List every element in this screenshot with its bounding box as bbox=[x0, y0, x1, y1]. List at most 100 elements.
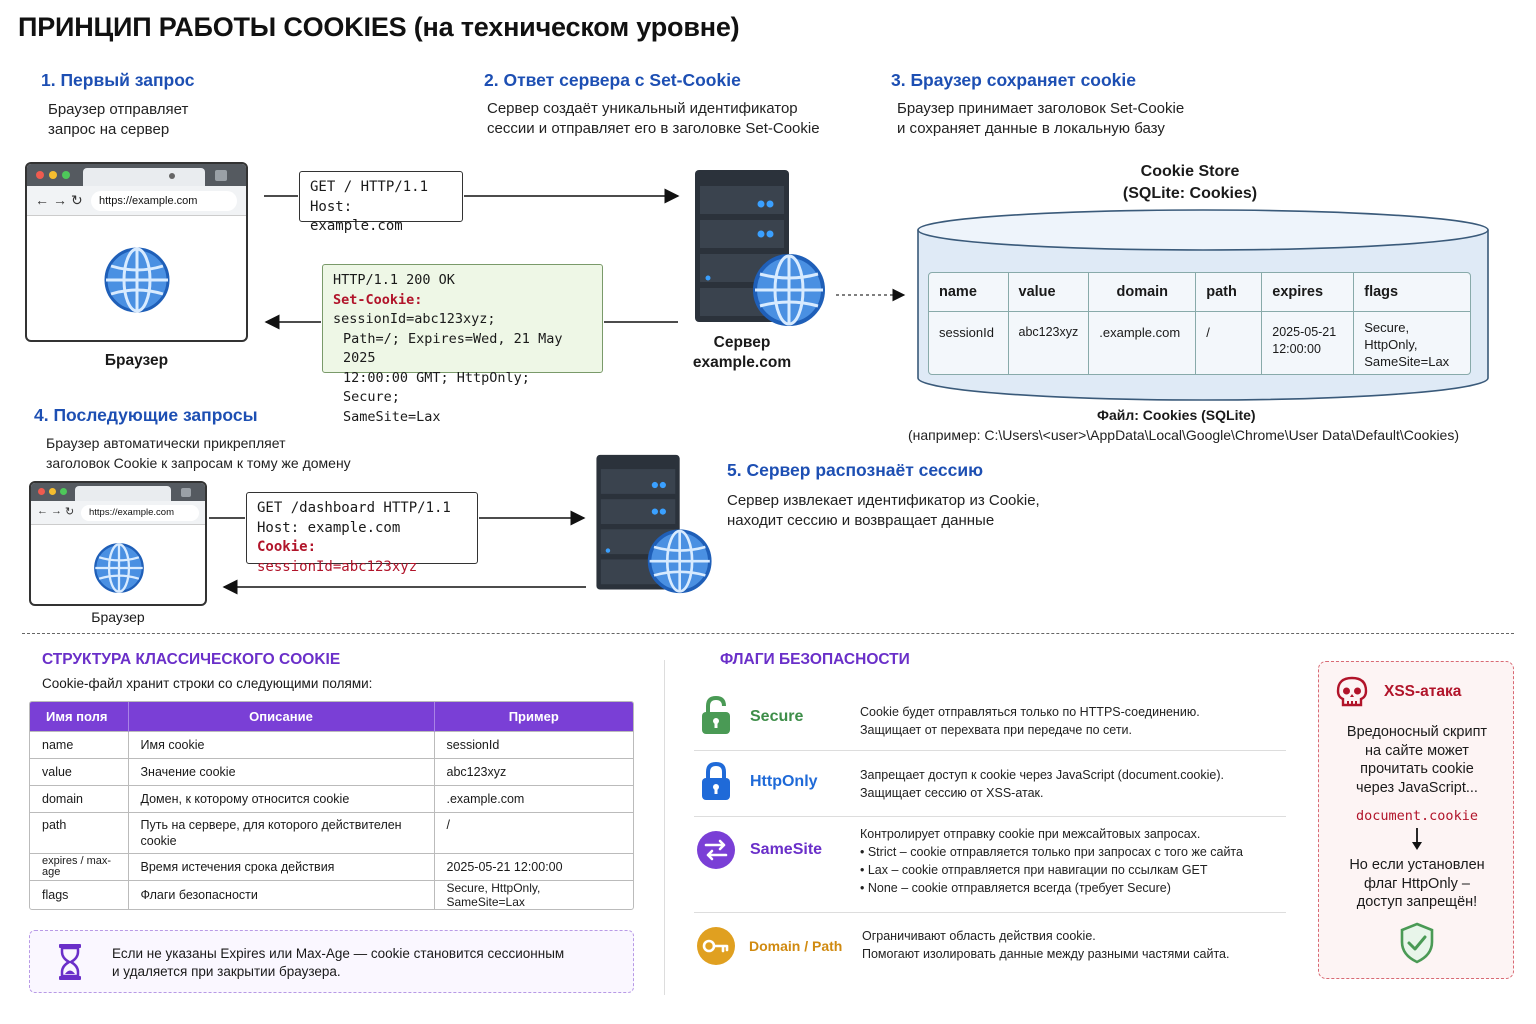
structure-col-description: Описание bbox=[128, 702, 435, 731]
xss-text-line2: на сайте может bbox=[1365, 742, 1469, 759]
cookie-store-title: Cookie Store (SQLite: Cookies) bbox=[1060, 161, 1320, 205]
close-dot-icon bbox=[36, 171, 44, 179]
step2-desc: Сервер создаёт уникальный идентификатор … bbox=[487, 99, 820, 139]
server-caption-line2: example.com bbox=[692, 354, 792, 371]
xss-bottom-line2: флаг HttpOnly – bbox=[1364, 875, 1470, 892]
step5-desc-line2: находит сессию и возвращает данные bbox=[727, 512, 995, 529]
structure-cell: Флаги безопасности bbox=[128, 879, 435, 909]
flag-domainpath-name: Domain / Path bbox=[749, 938, 843, 954]
step5-desc: Сервер извлекает идентификатор из Cookie… bbox=[727, 491, 1040, 531]
flag-domainpath-desc: Ограничивают область действия cookie. По… bbox=[862, 927, 1229, 963]
reload-icon: ↻ bbox=[71, 192, 83, 208]
response-box: HTTP/1.1 200 OK Set-Cookie: sessionId=ab… bbox=[322, 264, 603, 425]
cookie-store-title-line2: (SQLite: Cookies) bbox=[1122, 185, 1258, 202]
back-arrow-icon: ← bbox=[35, 192, 49, 208]
store-cell-value: abc123xyz bbox=[1008, 311, 1090, 374]
structure-col-field: Имя поля bbox=[30, 702, 129, 731]
request-box-1: GET / HTTP/1.1 Host: example.com bbox=[299, 171, 463, 234]
flag-separator bbox=[694, 750, 1286, 751]
flag-domain-path: Domain / Path Ограничивают область дейст… bbox=[694, 918, 1286, 978]
forward-arrow-icon: → bbox=[51, 505, 62, 517]
step1-desc-line2: запрос на сервер bbox=[48, 121, 170, 138]
session-note-line2: и удаляется при закрытии браузера. bbox=[112, 964, 341, 979]
step5-desc-line1: Сервер извлекает идентификатор из Cookie… bbox=[727, 492, 1040, 509]
structure-cell: Путь на сервере, для которого действител… bbox=[128, 811, 435, 853]
browser-caption-2: Браузер bbox=[91, 609, 145, 625]
back-arrow-icon: ← bbox=[37, 505, 48, 517]
cookie-store-title-line1: Cookie Store bbox=[1140, 163, 1240, 180]
table-row: value Значение cookie abc123xyz bbox=[30, 757, 633, 785]
flag-samesite-lax: • Lax – cookie отправляется при навигаци… bbox=[860, 863, 1208, 877]
section-divider bbox=[22, 633, 1514, 634]
xss-text-top: Вредоносный скрипт на сайте может прочит… bbox=[1319, 723, 1515, 797]
flag-secure-desc-line2: Защищает от перехвата при передаче по се… bbox=[860, 723, 1132, 737]
flag-httponly-desc-line1: Запрещает доступ к cookie через JavaScri… bbox=[860, 768, 1224, 782]
flag-secure-name: Secure bbox=[750, 708, 804, 725]
flag-samesite-desc: Контролирует отправку cookie при межсайт… bbox=[860, 825, 1243, 897]
minimize-dot-icon bbox=[49, 171, 57, 179]
step4-desc-line1: Браузер автоматически прикрепляет bbox=[46, 435, 286, 451]
structure-cell: Время истечения срока действия bbox=[128, 852, 435, 880]
response-status-line: HTTP/1.1 200 OK bbox=[333, 272, 455, 288]
browser-window-1: ← → ↻ https://example.com bbox=[25, 162, 248, 342]
response-line5: SameSite=Lax bbox=[343, 408, 441, 425]
structure-title: СТРУКТУРА КЛАССИЧЕСКОГО COOKIE bbox=[42, 651, 341, 668]
forward-arrow-icon: → bbox=[53, 192, 67, 208]
step4-desc: Браузер автоматически прикрепляет заголо… bbox=[46, 433, 351, 473]
structure-cell: abc123xyz bbox=[434, 757, 633, 785]
step1-desc-line1: Браузер отправляет bbox=[48, 101, 189, 118]
server-caption-line1: Сервер bbox=[713, 334, 771, 351]
structure-cell: value bbox=[30, 757, 129, 785]
step3-desc-line2: и сохраняет данные в локальную базу bbox=[897, 120, 1165, 137]
store-flag-samesite: SameSite=Lax bbox=[1364, 353, 1450, 369]
browser-titlebar bbox=[27, 164, 246, 186]
request2-line1: GET /dashboard HTTP/1.1 bbox=[257, 500, 451, 516]
flag-separator bbox=[694, 816, 1286, 817]
structure-cell: name bbox=[30, 730, 129, 758]
structure-cell: flags bbox=[30, 879, 129, 909]
structure-cell: sessionId bbox=[434, 730, 633, 758]
browser-tab bbox=[83, 168, 205, 186]
xss-text-line4: через JavaScript... bbox=[1356, 779, 1478, 796]
structure-header-row: Имя поля Описание Пример bbox=[30, 702, 633, 731]
step2-desc-line2: сессии и отправляет его в заголовке Set-… bbox=[487, 120, 820, 137]
flag-samesite-desc-line1: Контролирует отправку cookie при межсайт… bbox=[860, 827, 1201, 841]
step1-desc: Браузер отправляет запрос на сервер bbox=[48, 100, 188, 140]
store-expires-date: 2025-05-21 bbox=[1272, 324, 1337, 339]
response-line3: Path=/; Expires=Wed, 21 May 2025 bbox=[343, 330, 563, 367]
flag-samesite-name: SameSite bbox=[750, 841, 823, 858]
store-cell-expires: 2025-05-21 12:00:00 bbox=[1261, 311, 1355, 374]
key-icon bbox=[697, 927, 735, 965]
swap-arrows-icon bbox=[697, 831, 735, 869]
maximize-dot-icon bbox=[62, 171, 70, 179]
lock-open-icon bbox=[702, 695, 730, 734]
structure-table: Имя поля Описание Пример name Имя cookie… bbox=[29, 701, 634, 910]
page-title: ПРИНЦИП РАБОТЫ COOKIES (на техническом у… bbox=[18, 12, 740, 42]
structure-col-example: Пример bbox=[434, 702, 633, 731]
browser-navbar: ← → ↻ https://example.com bbox=[27, 186, 246, 216]
maximize-dot-icon bbox=[60, 488, 67, 495]
store-col-value: value bbox=[1008, 273, 1090, 312]
request2-cookie-key: Cookie: bbox=[257, 539, 317, 555]
step3-desc: Браузер принимает заголовок Set-Cookie и… bbox=[897, 99, 1184, 139]
skull-icon bbox=[1336, 676, 1368, 707]
flag-samesite: SameSite Контролирует отправку cookie пр… bbox=[694, 820, 1286, 913]
request2-cookie-line: Cookie: sessionId=abc123xyz bbox=[257, 538, 467, 577]
store-cell-path: / bbox=[1195, 311, 1263, 374]
browser-navbar-2: ← → ↻ https://example.com bbox=[31, 501, 205, 525]
store-col-flags: flags bbox=[1353, 273, 1470, 312]
address-bar-2: https://example.com bbox=[81, 505, 199, 521]
flag-samesite-none: • None – cookie отправляется всегда (тре… bbox=[860, 881, 1171, 895]
flag-samesite-strict: • Strict – cookie отправляется только пр… bbox=[860, 845, 1243, 859]
table-row: domain Домен, к которому относится cooki… bbox=[30, 784, 633, 812]
step4-desc-line2: заголовок Cookie к запросам к тому же до… bbox=[46, 455, 351, 471]
session-note-line1: Если не указаны Expires или Max-Age — co… bbox=[112, 946, 565, 961]
shield-check-icon bbox=[1400, 922, 1434, 964]
arrow-down-icon bbox=[1412, 828, 1422, 850]
flag-httponly-name: HttpOnly bbox=[750, 773, 818, 790]
flag-secure-desc-line1: Cookie будет отправляться только по HTTP… bbox=[860, 705, 1200, 719]
reload-icon: ↻ bbox=[65, 506, 75, 518]
step4-title: 4. Последующие запросы bbox=[34, 405, 258, 425]
table-row: flags Флаги безопасности Secure, HttpOnl… bbox=[30, 879, 633, 909]
structure-cell: path bbox=[30, 811, 129, 853]
